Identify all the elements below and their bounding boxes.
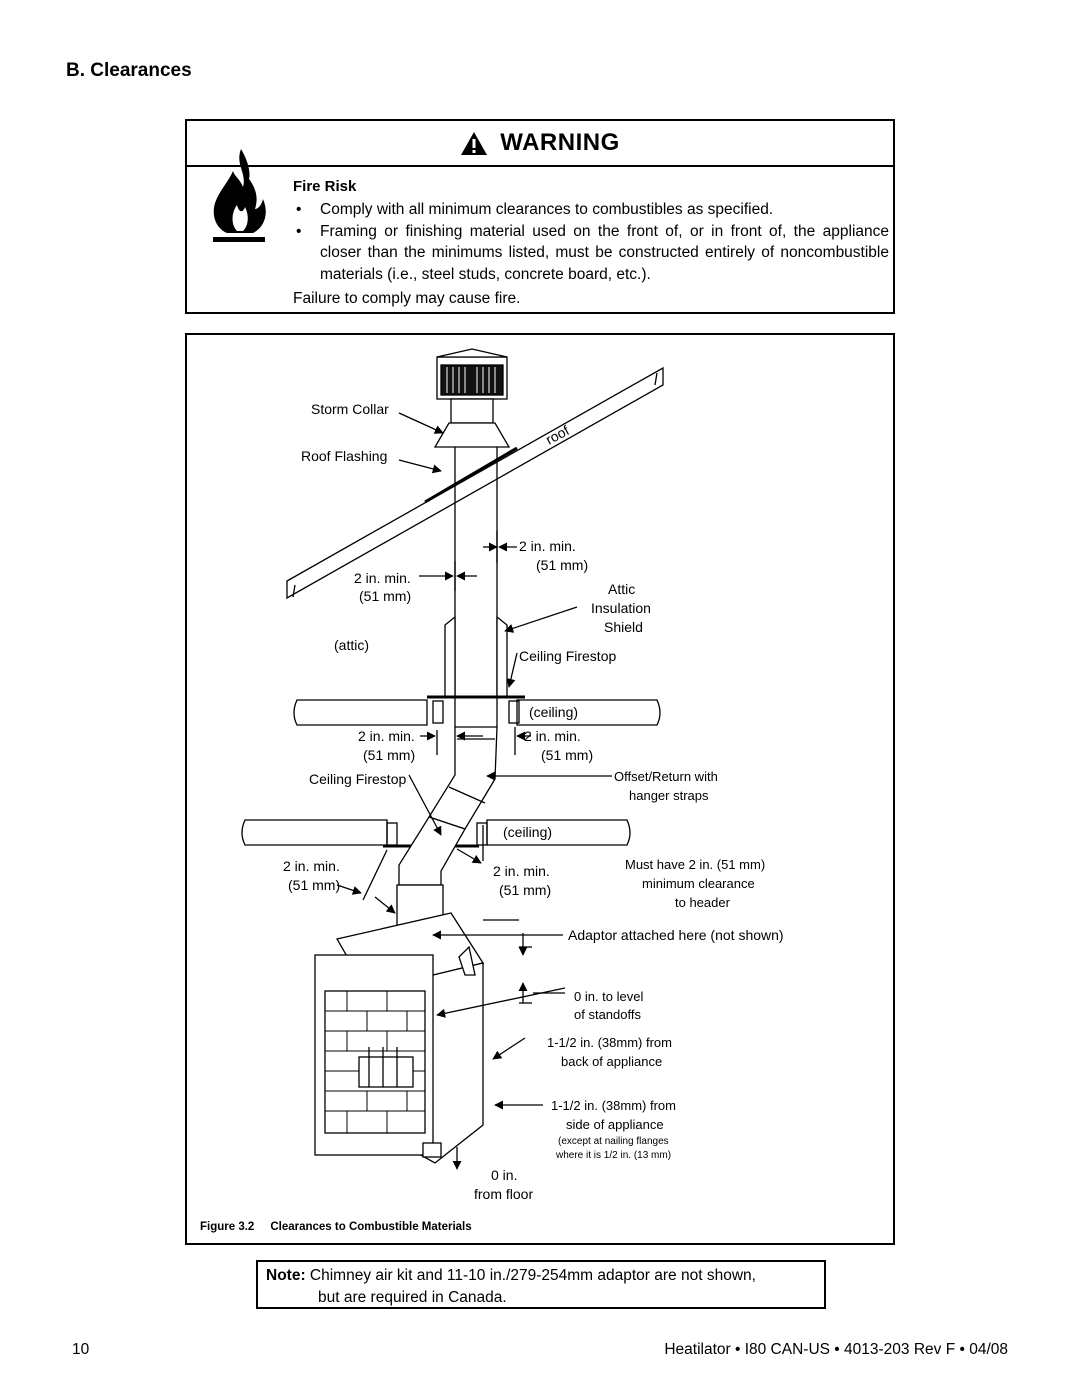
label-min-in: 2 in. min. xyxy=(354,570,411,586)
label-min-mm: (51 mm) xyxy=(536,557,588,573)
warning-bullet: Framing or finishing material used on th… xyxy=(293,221,889,286)
label-side-1: 1-1/2 in. (38mm) from xyxy=(551,1098,676,1113)
label-side-2: side of appliance xyxy=(566,1117,664,1132)
note-line-2: but are required in Canada. xyxy=(318,1289,507,1306)
label-attic-shield-3: Shield xyxy=(604,619,643,635)
warning-triangle-icon xyxy=(461,131,488,155)
label-header-1: Must have 2 in. (51 mm) xyxy=(625,857,765,872)
label-min-in: 2 in. min. xyxy=(519,538,576,554)
label-min-in: 2 in. min. xyxy=(493,863,550,879)
label-ceiling: (ceiling) xyxy=(529,704,578,720)
warning-title: WARNING xyxy=(500,129,620,156)
note-label: Note: xyxy=(266,1267,306,1284)
label-header-2: minimum clearance xyxy=(642,876,755,891)
page-number: 10 xyxy=(72,1341,90,1358)
label-attic-shield-2: Insulation xyxy=(591,600,651,616)
figure-caption: Figure 3.2 Clearances to Combustible Mate… xyxy=(200,1221,472,1233)
note-box: Note: Chimney air kit and 11-10 in./279-… xyxy=(256,1260,826,1309)
label-standoffs-1: 0 in. to level xyxy=(574,989,643,1004)
label-header-3: to header xyxy=(675,895,731,910)
fire-risk-heading: Fire Risk xyxy=(293,178,357,195)
label-ceiling-firestop: Ceiling Firestop xyxy=(309,771,406,787)
label-min-mm: (51 mm) xyxy=(359,588,411,604)
clearance-diagram: Storm Collar Roof Flashing roof 2 in. mi… xyxy=(241,348,784,1202)
warning-bullets: Comply with all minimum clearances to co… xyxy=(293,199,889,285)
diagram-labels: Storm Collar Roof Flashing roof 2 in. mi… xyxy=(283,401,784,1202)
label-adaptor: Adaptor attached here (not shown) xyxy=(568,927,784,943)
label-ceiling-firestop: Ceiling Firestop xyxy=(519,648,616,664)
note-line-1: Chimney air kit and 11-10 in./279-254mm … xyxy=(309,1267,756,1284)
label-back-1: 1-1/2 in. (38mm) from xyxy=(547,1035,672,1050)
label-min-mm: (51 mm) xyxy=(499,882,551,898)
flame-icon xyxy=(213,149,266,242)
label-min-in: 2 in. min. xyxy=(358,728,415,744)
warning-bullet: Comply with all minimum clearances to co… xyxy=(293,199,889,221)
label-offset-1: Offset/Return with xyxy=(614,769,718,784)
label-min-in: 2 in. min. xyxy=(524,728,581,744)
warning-footer: Failure to comply may cause fire. xyxy=(293,290,521,307)
figure-number: Figure 3.2 xyxy=(200,1221,255,1233)
label-roof-flashing: Roof Flashing xyxy=(301,448,387,464)
figure-caption-text: Clearances to Combustible Materials xyxy=(270,1221,472,1233)
label-back-2: back of appliance xyxy=(561,1054,662,1069)
label-min-mm: (51 mm) xyxy=(363,747,415,763)
label-side-4: where it is 1/2 in. (13 mm) xyxy=(555,1150,671,1161)
label-min-mm: (51 mm) xyxy=(541,747,593,763)
label-standoffs-2: of standoffs xyxy=(574,1007,641,1022)
label-ceiling: (ceiling) xyxy=(503,824,552,840)
label-offset-2: hanger straps xyxy=(629,788,709,803)
label-min-mm: (51 mm) xyxy=(288,877,340,893)
footer-doc-info: Heatilator • I80 CAN-US • 4013-203 Rev F… xyxy=(664,1341,1008,1358)
warning-box: WARNING Fire Risk Comply with all minimu… xyxy=(185,119,895,314)
label-floor-1: 0 in. xyxy=(491,1167,517,1183)
label-side-3: (except at nailing flanges xyxy=(558,1136,669,1147)
label-storm-collar: Storm Collar xyxy=(311,401,389,417)
section-title: B. Clearances xyxy=(66,60,192,81)
figure-box: Storm Collar Roof Flashing roof 2 in. mi… xyxy=(185,333,895,1245)
label-min-in: 2 in. min. xyxy=(283,858,340,874)
label-floor-2: from floor xyxy=(474,1186,533,1202)
label-attic-shield-1: Attic xyxy=(608,581,635,597)
warning-header: WARNING xyxy=(187,121,893,167)
label-attic: (attic) xyxy=(334,637,369,653)
